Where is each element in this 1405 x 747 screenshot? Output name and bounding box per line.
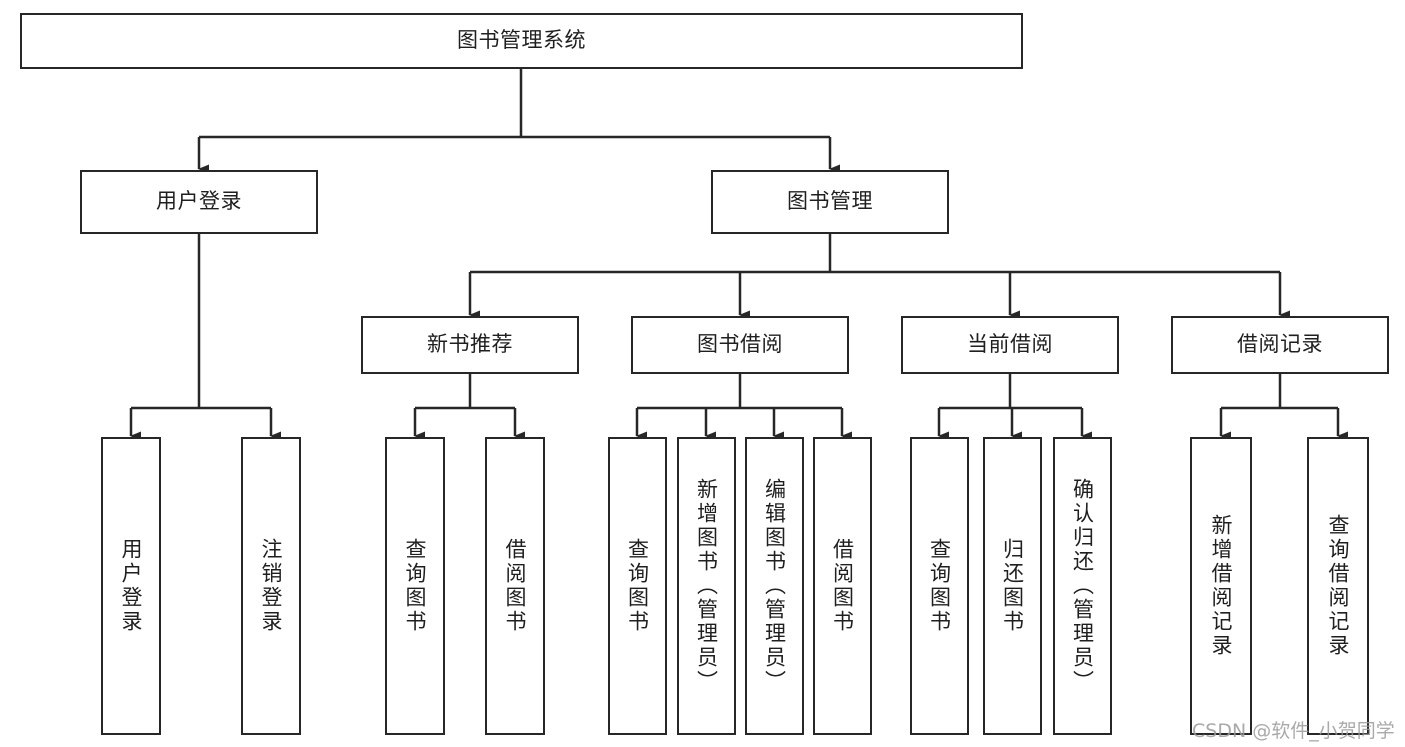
node-new-book-recommend-label: 新书推荐 bbox=[427, 332, 513, 357]
leaf-logout-label: 注销登录 bbox=[259, 538, 284, 634]
leaf-query-book-3-label: 查询图书 bbox=[927, 538, 952, 634]
leaf-borrow-book-1[interactable]: 借阅图书 bbox=[485, 437, 545, 735]
csdn-watermark: CSDN @软件_小贺同学 bbox=[1192, 720, 1395, 742]
leaf-user-login[interactable]: 用户登录 bbox=[101, 437, 161, 735]
node-root[interactable]: 图书管理系统 bbox=[20, 13, 1023, 69]
leaf-query-book-3[interactable]: 查询图书 bbox=[910, 437, 969, 735]
leaf-query-book-2[interactable]: 查询图书 bbox=[608, 437, 667, 735]
leaf-borrow-book-2[interactable]: 借阅图书 bbox=[813, 437, 872, 735]
leaf-logout[interactable]: 注销登录 bbox=[241, 437, 301, 735]
leaf-add-borrow-record-label: 新增借阅记录 bbox=[1209, 514, 1234, 658]
leaf-query-book-1[interactable]: 查询图书 bbox=[385, 437, 445, 735]
node-user-login[interactable]: 用户登录 bbox=[80, 170, 318, 234]
leaf-edit-book-label: 编辑图书（管理员） bbox=[762, 478, 787, 694]
leaf-return-book[interactable]: 归还图书 bbox=[983, 437, 1042, 735]
leaf-borrow-book-1-label: 借阅图书 bbox=[503, 538, 528, 634]
node-user-login-label: 用户登录 bbox=[156, 189, 242, 214]
node-book-borrow-label: 图书借阅 bbox=[697, 332, 783, 357]
node-borrow-record[interactable]: 借阅记录 bbox=[1171, 316, 1389, 374]
leaf-return-book-label: 归还图书 bbox=[1000, 538, 1025, 634]
node-root-label: 图书管理系统 bbox=[457, 28, 586, 53]
node-book-management[interactable]: 图书管理 bbox=[711, 170, 949, 234]
leaf-query-borrow-record[interactable]: 查询借阅记录 bbox=[1307, 437, 1369, 735]
node-borrow-record-label: 借阅记录 bbox=[1237, 332, 1323, 357]
leaf-confirm-return-label: 确认归还（管理员） bbox=[1070, 478, 1095, 694]
leaf-query-book-1-label: 查询图书 bbox=[403, 538, 428, 634]
leaf-add-book[interactable]: 新增图书（管理员） bbox=[677, 437, 736, 735]
node-new-book-recommend[interactable]: 新书推荐 bbox=[361, 316, 579, 374]
leaf-edit-book[interactable]: 编辑图书（管理员） bbox=[745, 437, 804, 735]
leaf-confirm-return[interactable]: 确认归还（管理员） bbox=[1053, 437, 1112, 735]
edge-paths bbox=[129, 69, 1348, 441]
leaf-add-book-label: 新增图书（管理员） bbox=[694, 478, 719, 694]
leaf-add-borrow-record[interactable]: 新增借阅记录 bbox=[1190, 437, 1252, 735]
node-book-management-label: 图书管理 bbox=[787, 189, 873, 214]
leaf-query-borrow-record-label: 查询借阅记录 bbox=[1326, 514, 1351, 658]
node-current-borrow[interactable]: 当前借阅 bbox=[901, 316, 1119, 374]
node-book-borrow[interactable]: 图书借阅 bbox=[631, 316, 849, 374]
leaf-query-book-2-label: 查询图书 bbox=[625, 538, 650, 634]
leaf-borrow-book-2-label: 借阅图书 bbox=[830, 538, 855, 634]
node-current-borrow-label: 当前借阅 bbox=[967, 332, 1053, 357]
leaf-user-login-label: 用户登录 bbox=[119, 538, 144, 634]
